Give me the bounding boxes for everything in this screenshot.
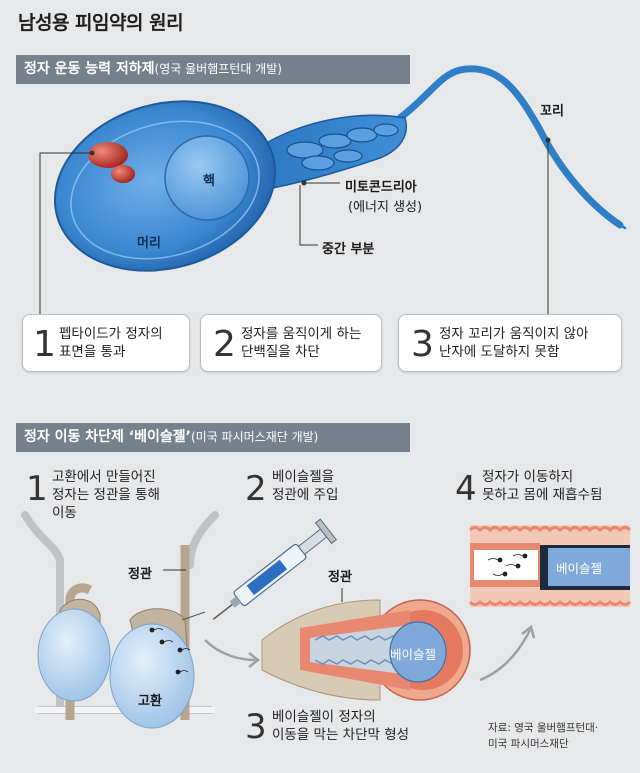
- step-line: 베이슬젤을: [272, 469, 335, 485]
- section1-header: 정자 운동 능력 저하제(영국 울버햄프턴대 개발): [16, 55, 410, 84]
- step-number: 4: [455, 469, 477, 509]
- source-line: 미국 파시머스재단: [488, 738, 569, 750]
- step-number: 3: [245, 707, 267, 747]
- blocked-tube: [468, 525, 632, 607]
- box-line: 난자에 도달하지 못함: [439, 344, 560, 360]
- mechanism-box-1: 1 펩타이드가 정자의 표면을 통과: [22, 314, 190, 372]
- syringe: [212, 518, 338, 620]
- section2-header: 정자 이동 차단제 ‘베이슬젤’(미국 파시머스재단 개발): [16, 423, 410, 452]
- step-line: 고환에서 만들어진: [52, 469, 156, 485]
- vas-label-2: 정관: [328, 570, 352, 585]
- peptide-blob: [88, 142, 128, 168]
- vas-cross-section: [261, 599, 471, 701]
- step-1-text: 고환에서 만들어진 정자는 정관을 통해 이동: [52, 468, 160, 522]
- testis-right: [109, 623, 195, 729]
- gel-label: 베이슬젤: [390, 647, 437, 662]
- box-line: 단백질을 차단: [241, 344, 320, 360]
- mechanism-box-3: 3 정자 꼬리가 움직이지 않아 난자에 도달하지 못함: [398, 314, 622, 372]
- vas-label-1: 정관: [128, 567, 152, 582]
- section1-title: 정자 운동 능력 저하제: [24, 61, 155, 77]
- step-number: 2: [245, 469, 267, 509]
- mechanism-box-2: 2 정자를 움직이게 하는 단백질을 차단: [200, 314, 382, 372]
- step-3-text: 베이슬젤이 정자의 이동을 막는 차단막 형성: [272, 708, 409, 744]
- head-label: 머리: [137, 236, 161, 251]
- page-title: 남성용 피임약의 원리: [18, 12, 184, 34]
- box-number: 3: [411, 324, 434, 365]
- source-line: 자료: 영국 울버햄프턴대·: [488, 722, 599, 734]
- testis-label: 고환: [138, 694, 162, 709]
- box-number: 2: [213, 324, 236, 365]
- step-2-text: 베이슬젤을 정관에 주입: [272, 468, 338, 504]
- nucleus: [164, 135, 250, 221]
- mitochondria-label: 미토콘드리아: [345, 180, 417, 195]
- step-line: 이동: [52, 505, 77, 521]
- box-line: 펩타이드가 정자의: [59, 326, 163, 342]
- mitochondria-sub-label: (에너지 생성): [348, 200, 423, 215]
- step-line: 정자가 이동하지: [482, 469, 574, 485]
- nucleus-label: 핵: [203, 174, 215, 189]
- step-4-text: 정자가 이동하지 못하고 몸에 재흡수됨: [482, 468, 602, 504]
- section2-subtitle: (미국 파시머스재단 개발): [190, 430, 319, 444]
- section1-subtitle: (영국 울버햄프턴대 개발): [154, 62, 282, 76]
- step-number: 1: [26, 469, 48, 509]
- step-line: 못하고 몸에 재흡수됨: [482, 487, 603, 503]
- box-number: 1: [33, 324, 56, 365]
- box-line: 정자를 움직이게 하는: [241, 326, 362, 342]
- step-line: 베이슬젤이 정자의: [272, 709, 376, 725]
- sperm-tail: [396, 65, 624, 229]
- step-line: 정자는 정관을 통해: [52, 487, 160, 503]
- step-line: 정관에 주입: [272, 487, 339, 503]
- gel-label-2: 베이슬젤: [556, 561, 603, 576]
- gel-block: [548, 548, 630, 586]
- tail-label: 꼬리: [540, 104, 564, 119]
- gel-plug: [389, 621, 447, 683]
- step-line: 이동을 막는 차단막 형성: [272, 727, 410, 743]
- mitochondria: [286, 123, 399, 171]
- box-line: 정자 꼬리가 움직이지 않아: [439, 326, 589, 342]
- box-line: 표면을 통과: [59, 344, 126, 360]
- section2-title: 정자 이동 차단제 ‘베이슬젤’: [24, 429, 191, 445]
- midpiece-label: 중간 부분: [322, 242, 375, 257]
- testis-left: [37, 608, 111, 702]
- source-note: 자료: 영국 울버햄프턴대· 미국 파시머스재단: [488, 720, 598, 752]
